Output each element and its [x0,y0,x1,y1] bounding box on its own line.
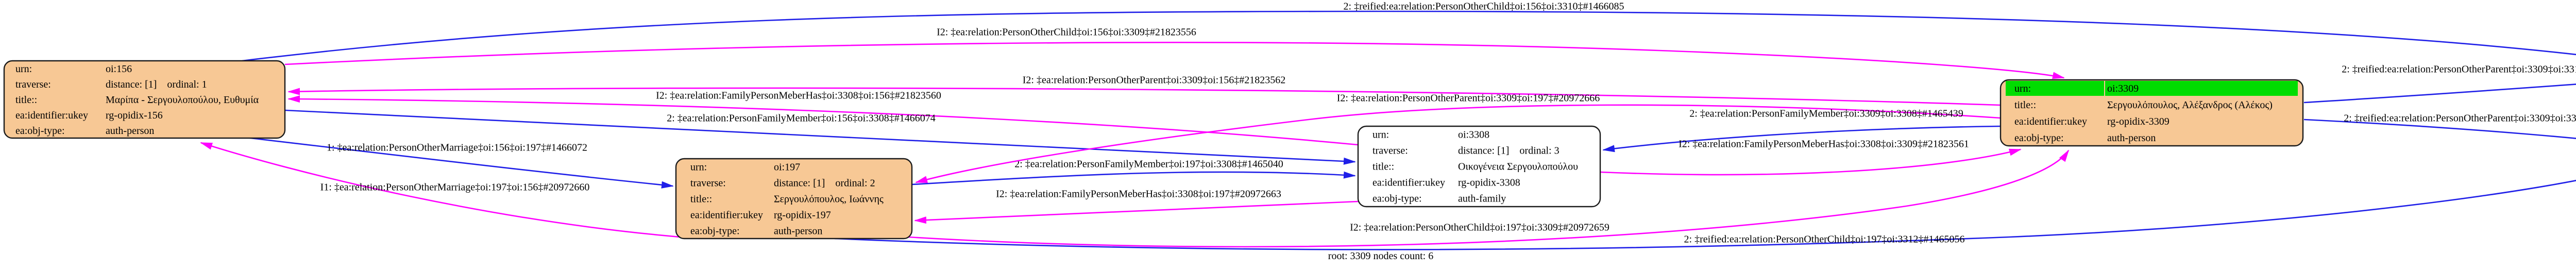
row-value: Σεργουλόπουλος, Ιωάννης [774,194,884,205]
row-value: oi:3309 [2107,83,2139,94]
row-key: ea:obj-type: [1372,193,1422,205]
row-key: traverse: [690,178,726,189]
edge-3309-3310 [2303,83,2576,104]
row-value: distance: [1] ordinal: 3 [1458,145,1560,157]
row-value: auth-person [2107,132,2156,144]
row-key: ea:obj-type: [2014,132,2064,144]
edge-3308-156-label: I2: ‡ea:relation:FamilyPersonMeberHas‡oi… [656,90,941,102]
row-key: ea:obj-type: [690,226,740,237]
row-key: ea:identifier:ukey [2014,116,2087,127]
row-value: auth-person [106,125,154,137]
row-value: rg-opidix-156 [106,110,163,121]
node-oi-3309-box[interactable] [1999,79,2304,147]
row-value: auth-person [774,226,822,237]
row-value: rg-opidix-3309 [2107,116,2170,127]
row-key: traverse: [1372,145,1408,157]
edge-3309-156-parent-label: I2: ‡ea:relation:PersonOtherParent‡oi:33… [1023,75,1285,86]
highlight-value-cell [2105,81,2298,96]
edge-156-3309 [284,42,2065,79]
edge-3309-156-parent [287,87,2001,106]
row-key: ea:identifier:ukey [1372,177,1445,189]
highlight-key-cell [2006,81,2104,96]
edge-197-3308 [911,171,1356,185]
edge-197-3312-label: 2: ‡reified:ea:relation:PersonOtherChild… [1684,234,1965,245]
edge-197-3308-label: 2: ‡ea:relation:PersonFamilyMember‡oi:19… [1014,159,1283,170]
row-value: oi:156 [106,63,132,75]
edge-197-3312 [834,180,2576,250]
node-oi-156-box[interactable] [3,60,286,139]
edge-3308-156 [287,95,1359,146]
row-key: urn: [15,63,32,75]
node-oi-197-box[interactable] [675,158,913,240]
row-key: title:: [15,94,37,106]
edge-156-3310 [242,10,2576,62]
row-key: ea:obj-type: [15,125,65,137]
row-value: Σεργουλόπουλος, Αλέξανδρος (Αλέκος) [2107,99,2273,111]
edge-156-197-label: 1: ‡ea:relation:PersonOtherMarriage‡oi:1… [327,142,587,154]
row-key: ea:identifier:ukey [15,110,88,121]
edge-156-197 [246,137,674,189]
node-oi-197[interactable]: urn: oi:197 traverse: distance: [1] ordinal… [675,158,913,240]
row-key: ea:identifier:ukey [690,210,763,221]
row-key: title:: [690,194,712,205]
edge-3309-197-parent-label: I2: ‡ea:relation:PersonOtherParent‡oi:33… [1337,93,1600,104]
edge-197-156 [200,142,700,240]
graph-caption: root: 3309 nodes count: 6 [1328,250,1433,262]
row-value: oi:3308 [1458,129,1489,141]
edge-197-3309-child-label: I2: ‡ea:relation:PersonOtherChild‡oi:197… [1350,222,1609,233]
edge-156-3310-label: 2: ‡reified:ea:relation:PersonOtherChild… [1344,1,1624,12]
node-oi-3308-box[interactable] [1357,125,1601,208]
node-oi-3308[interactable]: urn: oi:3308 traverse: distance: [1] ordina… [1357,125,1601,208]
edge-3309-3308-label: 2: ‡ea:relation:PersonFamilyMember‡oi:33… [1689,108,1963,120]
row-value: auth-family [1458,193,1506,205]
row-key: urn: [2014,83,2031,94]
edge-3308-197-label: I2: ‡ea:relation:FamilyPersonMeberHas‡oi… [996,189,1281,200]
row-key: title:: [2014,99,2036,111]
row-value: distance: [1] ordinal: 2 [774,178,875,189]
edge-197-3309-child [875,149,2070,248]
node-oi-156[interactable]: urn: oi:156 traverse: distance: [1] ordinal… [3,60,286,139]
edge-3308-3309-label: I2: ‡ea:relation:FamilyPersonMeberHas‡oi… [1679,139,1969,150]
edge-156-3309-label: I2: ‡ea:relation:PersonOtherChild‡oi:156… [937,27,1196,38]
edge-3309-3310-label: 2: ‡reified:ea:relation:PersonOtherParen… [2342,64,2576,75]
edge-3308-197 [914,200,1359,224]
row-value: oi:197 [774,162,800,173]
row-value: Μαρίπα - Σεργουλοπούλου, Ευθυμία [106,94,259,106]
edge-197-156-label: I1: ‡ea:relation:PersonOtherMarriage‡oi:… [320,182,590,193]
edge-156-3308-label: 2: ‡ea:relation:PersonFamilyMember‡oi:15… [667,113,936,124]
edge-3309-3312-label: 2: ‡reified:ea:relation:PersonOtherParen… [2344,113,2576,124]
edge-3308-3309 [1600,148,2022,176]
row-value: rg-opidix-197 [774,210,831,221]
row-value: distance: [1] ordinal: 1 [106,79,207,90]
row-key: urn: [690,162,707,173]
row-key: title:: [1372,161,1394,173]
row-value: Οικογένεια Σεργουλοπούλου [1458,161,1578,173]
edge-3309-3312 [2303,119,2576,140]
row-key: traverse: [15,79,51,90]
edge-3309-197-parent [915,104,2001,183]
edge-3309-3308 [1602,125,2001,153]
row-key: urn: [1372,129,1389,141]
row-value: rg-opidix-3308 [1458,177,1520,189]
